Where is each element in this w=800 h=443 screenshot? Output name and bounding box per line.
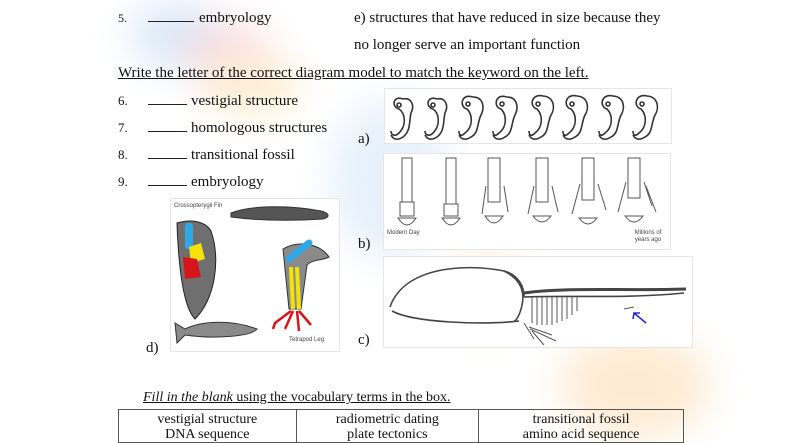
vocabulary-box: vestigial structure DNA sequence radiome…	[118, 409, 684, 443]
figure-b-label: b)	[358, 236, 371, 252]
definition-e-line1: e) structures that have reduced in size …	[354, 10, 661, 26]
figure-d-label: d)	[146, 340, 159, 356]
fin-leg-illustration	[174, 206, 330, 345]
item-number: 7.	[118, 120, 128, 135]
figure-a-embryos	[384, 88, 672, 144]
definition-e-line2: no longer serve an important function	[354, 37, 581, 53]
figure-c-label: c)	[358, 332, 370, 348]
vocab-term: vestigial structure	[157, 412, 258, 427]
item-number: 6.	[118, 93, 128, 108]
arrow-icon	[632, 312, 647, 324]
item-term: vestigial structure	[191, 93, 299, 109]
answer-blank[interactable]	[148, 119, 189, 137]
vocab-term: radiometric dating	[335, 412, 439, 427]
vocab-row: vestigial structure DNA sequence radiome…	[118, 409, 684, 443]
answer-blank[interactable]	[148, 173, 189, 191]
item-term: transitional fossil	[191, 147, 295, 163]
item-term: embryology	[191, 174, 264, 190]
caption-millions-of-years-ago: Millions of years ago	[634, 230, 662, 243]
vocab-term: transitional fossil	[532, 412, 630, 427]
vocab-term: amino acid sequence	[522, 427, 640, 442]
figure-c-whale-skeleton	[383, 256, 693, 348]
horse-foot-evolution-illustration	[397, 157, 657, 226]
item-number: 9.	[118, 174, 128, 189]
item-5-term: embryology	[199, 10, 272, 26]
figure-d-fin-to-leg: Crossopterygii Fin Tetrapod Leg	[170, 198, 340, 352]
item-5: 5.	[118, 9, 127, 27]
fill-instruction: Fill in the blank using the vocabulary t…	[143, 389, 451, 407]
item-number: 5.	[118, 11, 127, 25]
answer-blank[interactable]	[148, 92, 189, 110]
caption-modern-day: Modern Day	[387, 230, 420, 236]
vocab-term: DNA sequence	[165, 427, 250, 442]
answer-blank[interactable]	[148, 146, 189, 164]
fill-instruction-italic: Fill in the blank	[143, 390, 233, 405]
fill-instruction-rest: using the vocabulary terms in the box.	[232, 390, 451, 405]
figure-a-label: a)	[358, 131, 370, 147]
vocab-term: plate tectonics	[347, 427, 428, 442]
whale-skeleton-illustration	[389, 266, 687, 346]
embryo-sequence-illustration	[390, 94, 659, 140]
diagram-instruction: Write the letter of the correct diagram …	[118, 65, 589, 81]
vocab-cell: transitional fossil amino acid sequence	[478, 409, 684, 443]
item-number: 8.	[118, 147, 128, 162]
figure-b-horse-feet: Modern Day Millions of years ago	[383, 153, 671, 250]
caption-tetrapod-leg: Tetrapod Leg	[289, 337, 325, 343]
vocab-cell: radiometric dating plate tectonics	[295, 409, 480, 443]
item-term: homologous structures	[191, 120, 328, 136]
vocab-cell: vestigial structure DNA sequence	[118, 409, 297, 443]
item-5-blank[interactable]	[148, 9, 196, 27]
caption-crossopterygii-fin: Crossopterygii Fin	[174, 203, 223, 209]
